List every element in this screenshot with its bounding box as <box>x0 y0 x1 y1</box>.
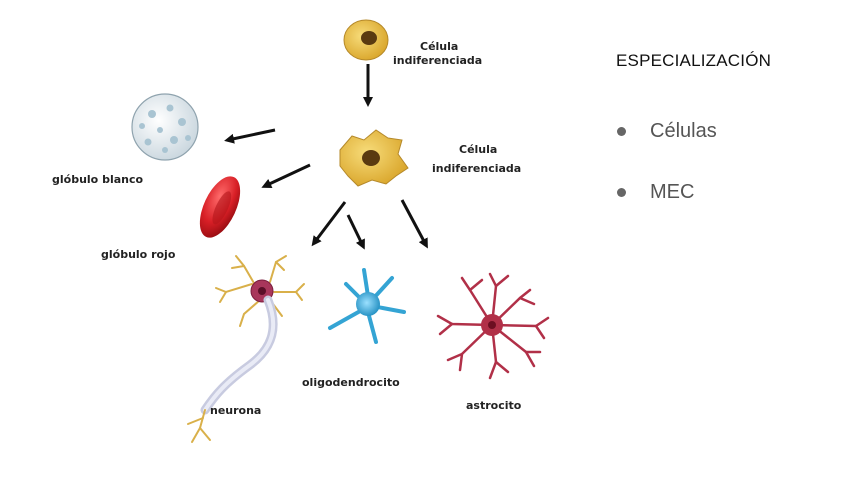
label-oligodendrocyte: oligodendrocito <box>302 376 400 389</box>
bullet-text: MEC <box>650 181 695 203</box>
undifferentiated-cell-middle <box>339 129 409 187</box>
label-cell-top: Célula indiferenciada <box>393 40 482 67</box>
white-blood-cell <box>131 93 199 161</box>
cell-differentiation-diagram: Célula indiferenciada Célula indiferenci… <box>52 19 550 443</box>
bullet-dot-icon <box>617 127 626 136</box>
oligodendrocyte <box>328 268 406 344</box>
label-cell-middle: Célula indiferenciada <box>432 143 521 175</box>
neuron <box>187 255 305 443</box>
label-neuron: neurona <box>210 404 261 417</box>
arrow-to-neuron <box>311 201 347 247</box>
label-red-cell: glóbulo rojo <box>101 248 176 261</box>
label-astrocyte: astrocito <box>466 399 522 412</box>
red-blood-cell <box>199 176 241 238</box>
slide-title: ESPECIALIZACIÓN <box>616 51 772 70</box>
arrow-to-astrocyte <box>400 199 428 249</box>
bullet-text: Células <box>650 120 717 142</box>
bullet-item-mec: MEC <box>616 179 717 240</box>
arrow-to-red-cell <box>261 163 311 188</box>
bullet-item-celulas: Células <box>616 118 717 179</box>
undifferentiated-cell-top <box>343 19 389 61</box>
arrow-to-oligodendrocyte <box>346 214 365 250</box>
bullet-dot-icon <box>617 188 626 197</box>
label-white-cell: glóbulo blanco <box>52 173 143 186</box>
arrow-to-white-cell <box>224 128 276 144</box>
astrocyte <box>436 272 550 380</box>
bullet-list: Células MEC <box>616 118 717 240</box>
